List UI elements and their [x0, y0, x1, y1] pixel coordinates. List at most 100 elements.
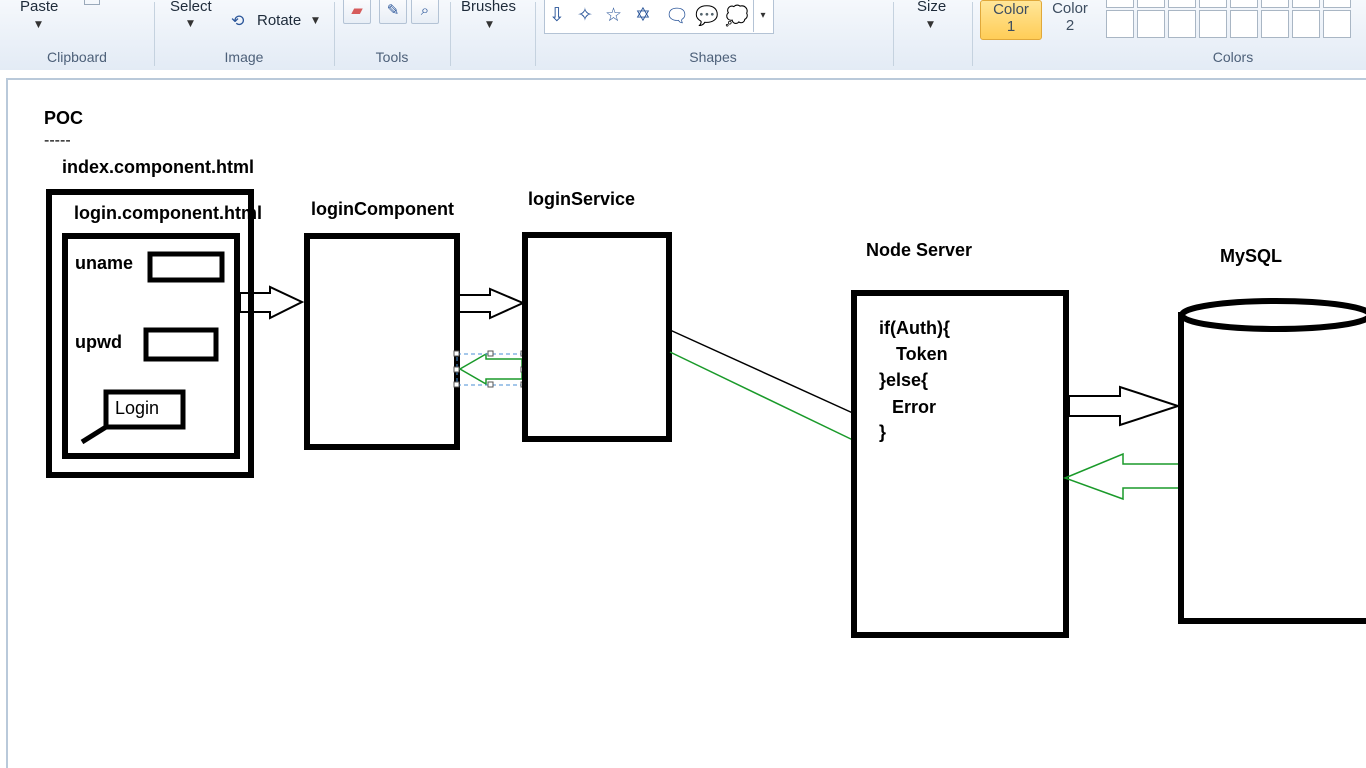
color1-button[interactable]: Color 1	[980, 0, 1042, 40]
palette-swatch[interactable]	[1106, 10, 1134, 38]
login-button-label: Login	[115, 398, 160, 418]
arrow-from-mysql	[1062, 452, 1184, 501]
eraser-icon[interactable]: ▰	[343, 0, 371, 24]
color-picker-icon[interactable]: ✎	[379, 0, 407, 24]
palette-swatch[interactable]	[1230, 10, 1258, 38]
size-dropdown-icon[interactable]: ▼	[927, 20, 934, 30]
login-component-class-box	[304, 233, 460, 450]
color2-button[interactable]: Color 2	[1042, 0, 1098, 38]
paste-button[interactable]: Paste	[20, 0, 59, 15]
size-button[interactable]: Size	[917, 0, 947, 15]
palette-swatch[interactable]	[1261, 10, 1289, 38]
node-code-line-4: Error	[892, 397, 937, 417]
ribbon-separator	[334, 2, 335, 66]
palette-swatch[interactable]	[1199, 0, 1227, 8]
login-component-box	[62, 233, 240, 459]
node-code-line-3: }else{	[879, 370, 929, 390]
ribbon-separator	[450, 2, 451, 66]
down-arrow-shape-icon[interactable]: ⇩	[549, 4, 565, 26]
upwd-label: upwd	[75, 332, 122, 352]
copy-icon[interactable]	[84, 0, 100, 5]
color1-label: Color 1	[993, 1, 1029, 35]
uname-label: uname	[75, 253, 134, 273]
node-code-line-5: }	[879, 422, 887, 442]
shapes-more-button[interactable]: ▾	[753, 0, 772, 32]
palette-swatch[interactable]	[1292, 0, 1320, 8]
magnifier-icon[interactable]: ⌕	[411, 0, 439, 24]
palette-swatch[interactable]	[1137, 0, 1165, 8]
ribbon-separator	[154, 2, 155, 66]
tools-group: ▰ ✎ ⌕ Tools	[335, 0, 449, 70]
response-line	[669, 351, 856, 442]
shapes-group-label: Shapes	[689, 49, 737, 65]
rotate-button[interactable]: Rotate	[257, 12, 302, 29]
cloud-callout-shape-icon[interactable]: 💭	[725, 5, 749, 27]
four-point-star-shape-icon[interactable]: ✧	[577, 4, 593, 26]
paste-dropdown-icon[interactable]: ▼	[35, 20, 42, 30]
color2-label: Color 2	[1052, 0, 1088, 34]
index-component-box	[46, 189, 254, 478]
selection-handle[interactable]	[453, 381, 460, 388]
size-group: Size ▼	[894, 0, 970, 70]
brushes-button[interactable]: Brushes	[461, 0, 517, 15]
palette-swatch[interactable]	[1106, 0, 1134, 8]
clipboard-group-label: Clipboard	[47, 49, 107, 65]
rotate-dropdown-icon[interactable]: ▼	[312, 16, 319, 26]
palette-swatch[interactable]	[1323, 10, 1351, 38]
node-server-title: Node Server	[866, 240, 973, 260]
palette-swatch[interactable]	[1168, 0, 1196, 8]
image-group: Select ▼ ⟲ Rotate ▼ Image	[155, 0, 333, 70]
palette-swatch[interactable]	[1199, 10, 1227, 38]
palette-swatch[interactable]	[1168, 10, 1196, 38]
uname-input-box	[147, 251, 225, 283]
colors-group-label: Colors	[1212, 49, 1254, 65]
ribbon-separator	[893, 2, 894, 66]
login-service-title: loginService	[528, 189, 636, 209]
ribbon-separator	[535, 2, 536, 66]
index-component-label: index.component.html	[62, 157, 255, 177]
canvas-border	[6, 78, 1366, 768]
node-code-line-1: if(Auth){	[879, 318, 950, 338]
poc-title: POC	[44, 108, 84, 128]
login-component-html-label: login.component.html	[74, 203, 262, 223]
palette-swatch[interactable]	[1323, 0, 1351, 8]
login-component-title: loginComponent	[311, 199, 454, 219]
poc-underline: -----	[44, 132, 71, 149]
image-group-label: Image	[224, 49, 264, 65]
rect-callout-shape-icon[interactable]: 🗨	[665, 5, 690, 27]
shapes-gallery[interactable]: ⇩ ✧ ☆ ✡ 🗨 💬 💭 ▾	[544, 0, 774, 34]
rotate-icon[interactable]: ⟲	[231, 11, 245, 30]
brushes-dropdown-icon[interactable]: ▼	[486, 20, 493, 30]
selection-handle[interactable]	[453, 366, 460, 373]
return-arrow-to-component	[458, 352, 523, 386]
selection-handle[interactable]	[453, 350, 460, 357]
ribbon-separator	[972, 2, 973, 66]
arrow-to-mysql	[1068, 385, 1182, 427]
login-button-box	[103, 389, 186, 430]
node-code-line-2: Token	[896, 344, 948, 364]
tools-group-label: Tools	[375, 49, 409, 65]
arrow-to-login-service	[457, 287, 526, 320]
palette-swatch[interactable]	[1261, 0, 1289, 8]
ribbon-toolbar: Paste ▼ Clipboard Select ▼ ⟲ Rotate ▼ Im…	[0, 0, 1366, 71]
clipboard-group: Paste ▼ Clipboard	[0, 0, 154, 70]
five-point-star-shape-icon[interactable]: ☆	[605, 4, 623, 26]
node-server-box	[851, 290, 1069, 638]
selection-handle[interactable]	[487, 350, 494, 357]
oval-callout-shape-icon[interactable]: 💬	[695, 5, 719, 27]
request-line	[669, 329, 856, 415]
login-service-box	[522, 232, 672, 442]
six-point-star-shape-icon[interactable]: ✡	[635, 4, 651, 26]
palette-swatch[interactable]	[1292, 10, 1320, 38]
palette-swatch[interactable]	[1137, 10, 1165, 38]
cursor-stroke	[80, 424, 108, 445]
upwd-input-box	[143, 327, 219, 362]
brushes-group: Brushes ▼	[451, 0, 535, 70]
palette-swatch[interactable]	[1230, 0, 1258, 8]
select-dropdown-icon[interactable]: ▼	[187, 19, 194, 29]
mysql-title: MySQL	[1220, 246, 1283, 266]
select-button[interactable]: Select	[170, 0, 212, 15]
mysql-cylinder-top	[1179, 298, 1366, 332]
selection-handle[interactable]	[487, 381, 494, 388]
